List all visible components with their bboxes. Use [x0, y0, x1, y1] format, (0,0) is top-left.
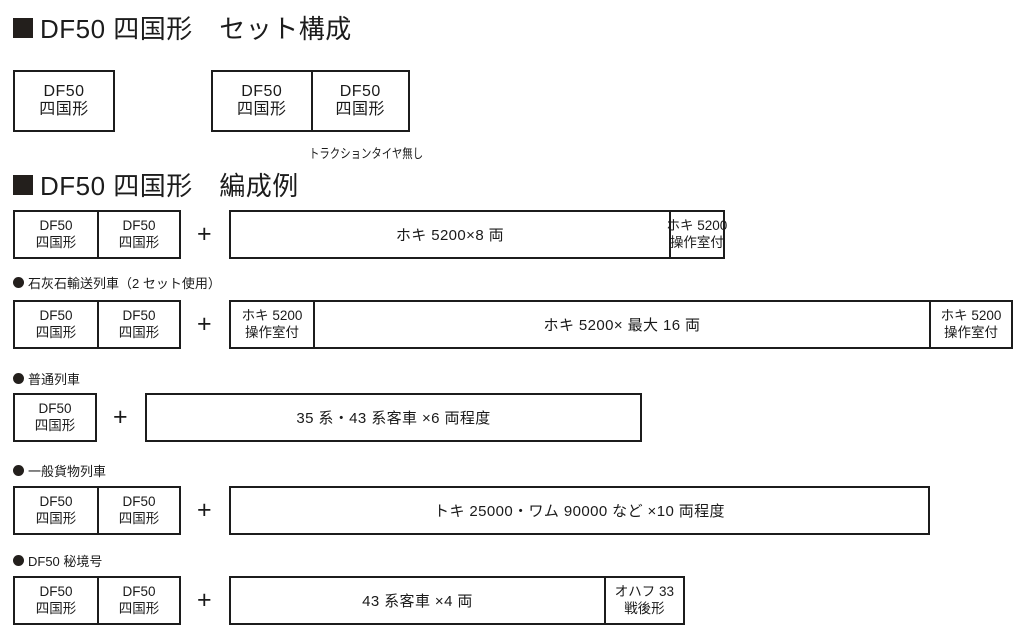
loco-cell: DF50 四国形: [97, 212, 179, 257]
formation-label-hikyogo: DF50 秘境号: [13, 551, 102, 570]
loco-cell: DF50 四国形: [97, 578, 179, 623]
car-variant: 操作室付: [944, 324, 999, 340]
loco-name: DF50: [122, 494, 156, 510]
plus-sign: +: [197, 220, 212, 248]
consist-cell: オハフ 33 戦後形: [603, 578, 683, 623]
square-bullet-icon: [13, 17, 33, 38]
loco-name: DF50: [43, 82, 85, 100]
loco-name: DF50: [39, 584, 73, 600]
loco-cell: DF50 四国形: [15, 395, 95, 440]
car-variant: 操作室付: [669, 234, 724, 250]
loco-name: DF50: [122, 218, 156, 234]
car-variant: 戦後形: [624, 600, 665, 616]
formation-locos: DF50 四国形 DF50 四国形: [13, 576, 181, 625]
loco-variant: 四国形: [39, 101, 89, 118]
loco-cell: DF50 四国形: [15, 302, 97, 347]
round-bullet-icon: [13, 465, 24, 476]
loco-cell: DF50 四国形: [97, 488, 179, 533]
formation-consist: ホキ 5200 操作室付 ホキ 5200× 最大 16 両 ホキ 5200 操作…: [229, 300, 1013, 349]
loco-name: DF50: [39, 308, 73, 324]
consist-cell: ホキ 5200 操作室付: [667, 212, 727, 257]
loco-variant: 四国形: [35, 234, 77, 250]
loco-variant: 四国形: [236, 101, 287, 118]
loco-cell: DF50 四国形: [15, 212, 97, 257]
round-bullet-icon: [13, 373, 24, 384]
loco-variant: 四国形: [34, 417, 76, 433]
loco-variant: 四国形: [35, 324, 77, 340]
consist-text: 43 系客車 ×4 両: [362, 593, 473, 610]
traction-tire-note: トラクションタイヤ無し: [309, 146, 424, 161]
formation-locos: DF50 四国形 DF50 四国形: [13, 210, 181, 259]
consist-text: ホキ 5200×8 両: [395, 227, 505, 244]
set-box-single: DF50 四国形: [13, 70, 115, 132]
round-bullet-icon: [13, 277, 24, 288]
page-title-formation-examples: DF50 四国形 編成例: [13, 166, 299, 203]
plus-sign: +: [197, 496, 212, 524]
consist-cell: 35 系・43 系客車 ×6 両程度: [147, 395, 640, 440]
consist-cell: ホキ 5200 操作室付: [231, 302, 313, 347]
plus-sign: +: [113, 403, 128, 431]
formation-label-local-train: 普通列車: [13, 369, 80, 388]
consist-text: トキ 25000・ワム 90000 など ×10 両程度: [434, 503, 725, 520]
loco-name: DF50: [339, 82, 381, 100]
formation-label-text: 一般貨物列車: [28, 464, 107, 479]
loco-cell: DF50 四国形: [15, 72, 113, 130]
consist-text: 35 系・43 系客車 ×6 両程度: [296, 410, 491, 427]
formation-label-text: 普通列車: [28, 372, 81, 387]
loco-variant: 四国形: [118, 600, 160, 616]
formation-consist: 35 系・43 系客車 ×6 両程度: [145, 393, 642, 442]
loco-variant: 四国形: [118, 324, 160, 340]
formation-locos: DF50 四国形 DF50 四国形: [13, 486, 181, 535]
formation-consist: ホキ 5200×8 両 ホキ 5200 操作室付: [229, 210, 727, 259]
consist-cell: ホキ 5200× 最大 16 両: [312, 302, 930, 347]
set-box-double: DF50 四国形 DF50 四国形: [211, 70, 410, 132]
formation-label-text: DF50 秘境号: [28, 554, 103, 569]
consist-cell: トキ 25000・ワム 90000 など ×10 両程度: [231, 488, 928, 533]
formation-consist: 43 系客車 ×4 両 オハフ 33 戦後形: [229, 576, 685, 625]
car-name: ホキ 5200: [241, 308, 303, 324]
car-name: オハフ 33: [614, 584, 675, 600]
formation-label-text: 石灰石輸送列車（2 セット使用）: [28, 276, 221, 291]
formation-locos: DF50 四国形: [13, 393, 97, 442]
loco-name: DF50: [122, 308, 156, 324]
car-name: ホキ 5200: [940, 308, 1002, 324]
loco-cell: DF50 四国形: [213, 72, 311, 130]
consist-text: ホキ 5200× 最大 16 両: [543, 317, 701, 334]
loco-name: DF50: [39, 494, 73, 510]
formation-consist: トキ 25000・ワム 90000 など ×10 両程度: [229, 486, 930, 535]
loco-variant: 四国形: [35, 510, 77, 526]
loco-name: DF50: [241, 82, 283, 100]
loco-name: DF50: [38, 401, 72, 417]
loco-cell: DF50 四国形: [310, 72, 408, 130]
formation-label-limestone: 石灰石輸送列車（2 セット使用）: [13, 273, 221, 292]
loco-variant: 四国形: [118, 510, 160, 526]
loco-variant: 四国形: [118, 234, 160, 250]
section-title-text: DF50 四国形 編成例: [40, 171, 299, 201]
loco-variant: 四国形: [335, 101, 385, 118]
formation-label-freight: 一般貨物列車: [13, 461, 106, 480]
loco-cell: DF50 四国形: [15, 578, 97, 623]
plus-sign: +: [197, 586, 212, 614]
loco-name: DF50: [122, 584, 156, 600]
square-bullet-icon: [13, 174, 33, 195]
consist-cell: ホキ 5200×8 両: [231, 212, 669, 257]
loco-cell: DF50 四国形: [15, 488, 97, 533]
consist-cell: ホキ 5200 操作室付: [929, 302, 1011, 347]
loco-cell: DF50 四国形: [97, 302, 179, 347]
loco-name: DF50: [39, 218, 73, 234]
consist-cell: 43 系客車 ×4 両: [231, 578, 604, 623]
car-variant: 操作室付: [244, 324, 299, 340]
loco-variant: 四国形: [35, 600, 77, 616]
page-title-set-composition: DF50 四国形 セット構成: [13, 9, 352, 46]
round-bullet-icon: [13, 555, 24, 566]
formation-locos: DF50 四国形 DF50 四国形: [13, 300, 181, 349]
section-title-text: DF50 四国形 セット構成: [40, 14, 352, 44]
plus-sign: +: [197, 310, 212, 338]
car-name: ホキ 5200: [666, 218, 728, 234]
